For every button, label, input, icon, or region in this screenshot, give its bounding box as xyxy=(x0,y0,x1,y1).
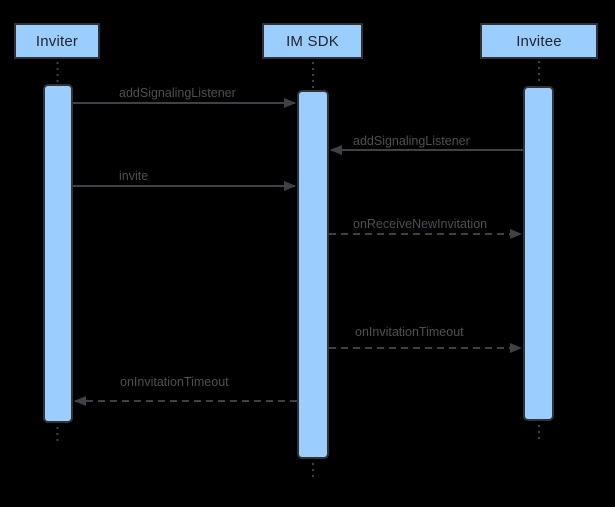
activation-bar-invitee xyxy=(523,86,554,421)
participant-box-inviter: Inviter xyxy=(14,23,100,59)
activation-bar-imsdk xyxy=(297,90,329,459)
message-label-oninvitationtimeout-invitee: onInvitationTimeout xyxy=(355,325,464,339)
participant-label-inviter: Inviter xyxy=(35,32,79,50)
message-label-oninvitationtimeout-inviter: onInvitationTimeout xyxy=(120,375,229,389)
participant-box-imsdk: IM SDK xyxy=(262,23,363,59)
message-label-invite: invite xyxy=(119,169,149,183)
message-label-addsignalinglistener-invitee: addSignalingListener xyxy=(353,134,470,148)
participant-label-invitee: Invitee xyxy=(516,32,562,50)
participant-box-invitee: Invitee xyxy=(480,23,598,59)
activation-bar-inviter xyxy=(43,84,73,423)
message-label-onreceivenewinvitation: onReceiveNewInvitation xyxy=(353,217,488,231)
participant-label-imsdk: IM SDK xyxy=(286,32,339,50)
message-label-addsignalinglistener-inviter: addSignalingListener xyxy=(119,86,236,100)
